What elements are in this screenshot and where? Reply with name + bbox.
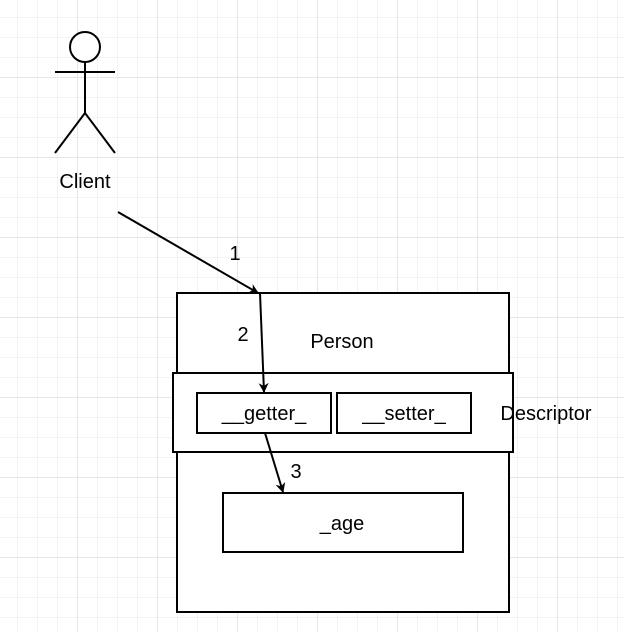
arrow-1-label: 1 <box>229 243 240 265</box>
arrow-3[interactable]: 3 <box>264 432 302 493</box>
client-label: Client <box>59 171 111 193</box>
arrow-3-label: 3 <box>290 461 301 483</box>
getter-label: __getter_ <box>221 403 307 425</box>
setter-box[interactable]: __setter_ <box>336 392 472 434</box>
client-actor[interactable]: Client <box>54 31 116 193</box>
arrow-2-label: 2 <box>237 324 248 346</box>
getter-box[interactable]: __getter_ <box>196 392 332 434</box>
descriptor-label: Descriptor <box>500 403 591 425</box>
arrow-2[interactable]: 2 <box>237 292 269 393</box>
person-label: Person <box>310 331 373 353</box>
arrow-1[interactable]: 1 <box>117 211 259 294</box>
setter-label: __setter_ <box>361 403 446 425</box>
age-box[interactable]: _age <box>222 492 464 553</box>
age-label: _age <box>319 513 365 535</box>
stick-figure-icon <box>54 31 116 154</box>
